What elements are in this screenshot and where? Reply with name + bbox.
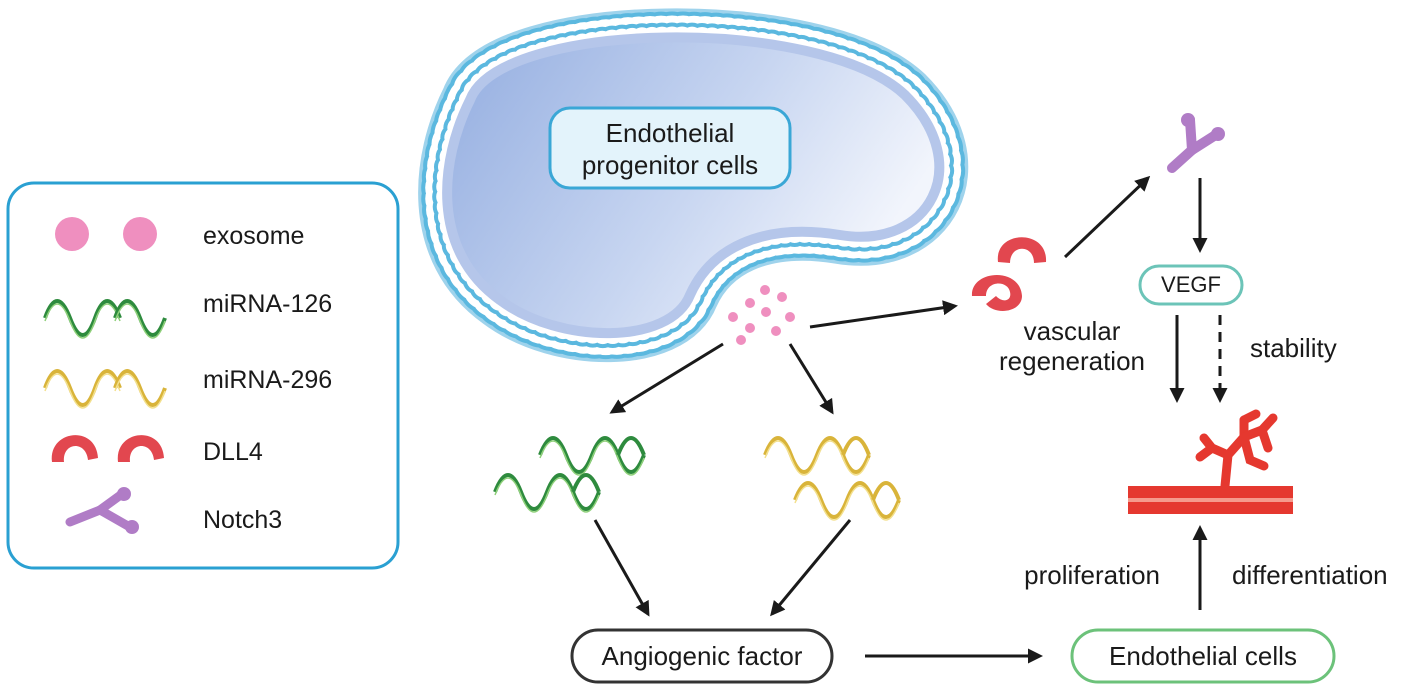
legend-label-exosome: exosome [203,222,304,250]
endothelial-cells-label: Endothelial cells [1109,641,1297,671]
mirna-126-strands [493,436,646,513]
proliferation-label: proliferation [1024,560,1160,590]
arrow-exosome-to-mirna126 [609,342,724,414]
arrow-exosome-to-mirna296 [788,343,834,415]
legend-box [6,181,400,570]
legend: exosome miRNA-126 miRNA-296 DLL4 Notch3 [6,181,400,570]
exosome-icon [55,217,157,251]
arrow-mirna126-to-angiogenic [593,519,650,617]
vascular-label-line1: vascular [1024,316,1121,346]
blood-vessel [1128,409,1293,514]
exosome-cluster [728,285,795,345]
cell-title-box [548,106,792,190]
dll4-icon [51,435,164,462]
angiogenic-factor-label: Angiogenic factor [602,641,803,671]
endothelial-cells-box: Endothelial cells [1070,628,1336,684]
cell-title-line1: Endothelial [606,118,735,148]
notch3-receptor [1167,113,1225,173]
legend-label-dll4: DLL4 [203,438,263,466]
arrows [593,175,1228,664]
vegf-box: VEGF [1138,264,1244,306]
progenitor-cell: Endothelial progenitor cells [447,37,939,333]
vegf-label: VEGF [1161,272,1221,297]
dll4-proteins [971,237,1047,311]
cell-title-line2: progenitor cells [582,150,758,180]
notch3-icon [65,487,139,534]
mirna-296-strands [763,436,901,521]
legend-label-mirna-126: miRNA-126 [203,290,332,318]
mirna-126-icon [43,299,167,339]
arrow-dll4-to-notch3 [1063,175,1151,259]
vascular-label-line2: regeneration [999,346,1145,376]
arrow-mirna296-to-angiogenic [770,519,852,617]
vessel-sprout [1195,409,1278,491]
differentiation-label: differentiation [1232,560,1388,590]
angiogenic-factor-box: Angiogenic factor [570,628,834,684]
stability-label: stability [1250,333,1337,363]
mirna-296-icon [43,369,167,409]
legend-label-mirna-296: miRNA-296 [203,366,332,394]
legend-label-notch3: Notch3 [203,506,282,534]
arrow-exosome-to-dll4 [809,300,958,329]
